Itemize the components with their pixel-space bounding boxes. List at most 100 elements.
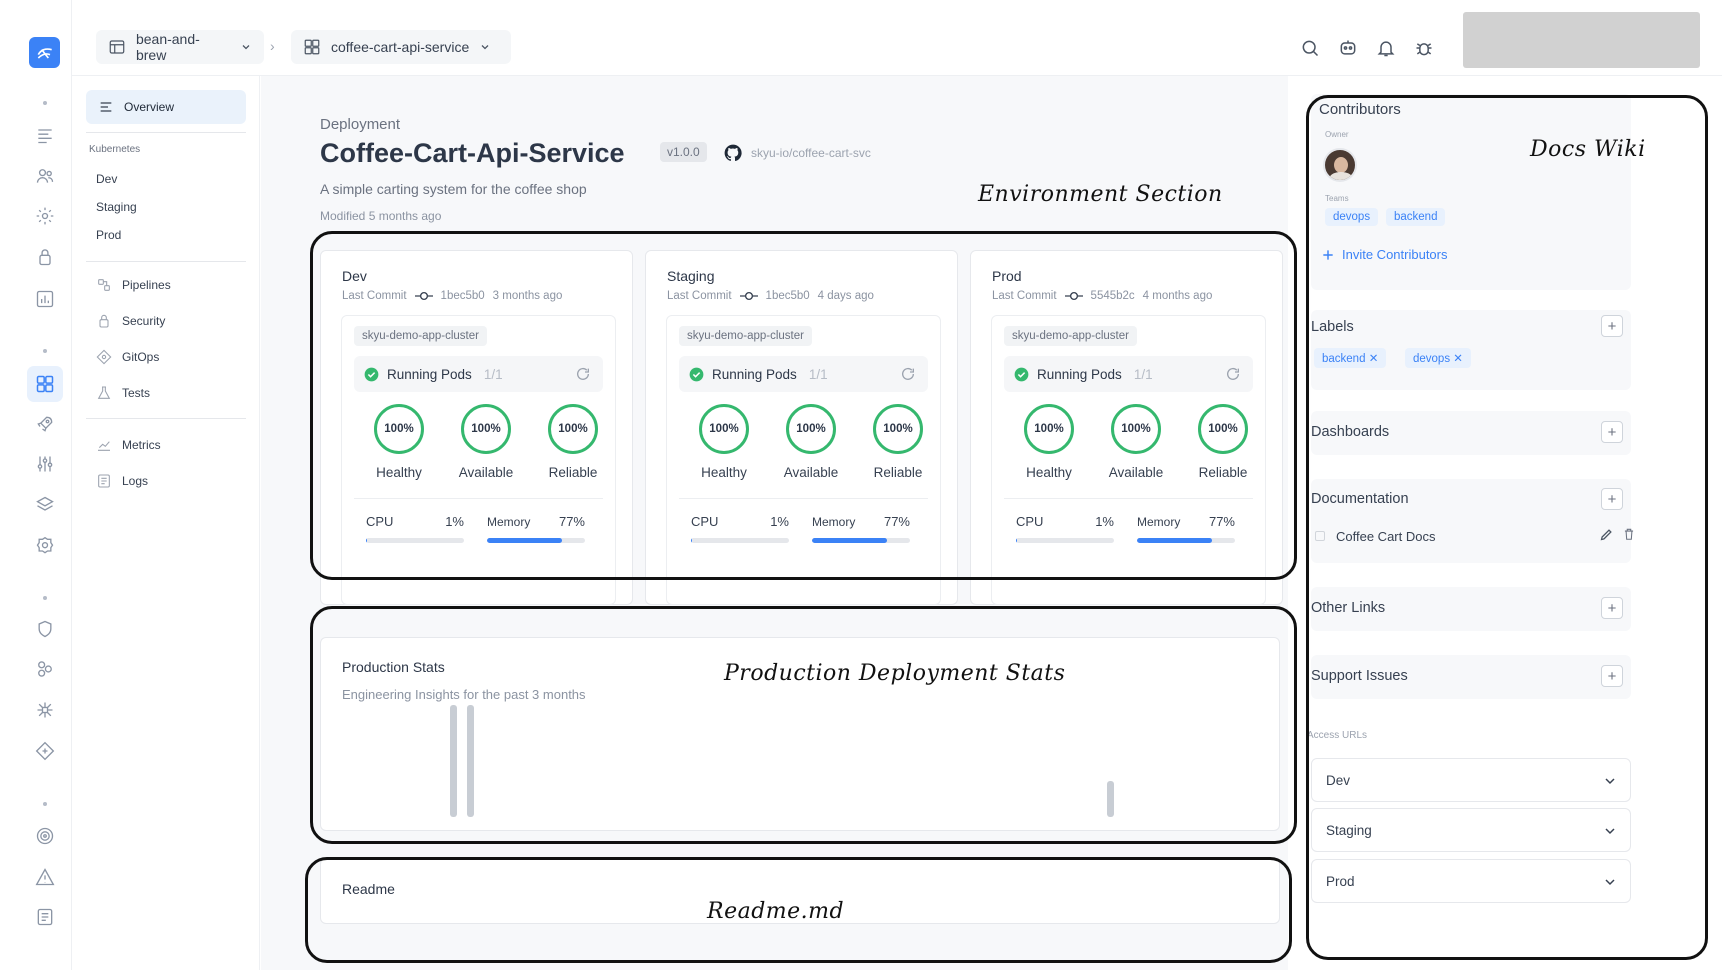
bar-chart-icon[interactable] [34, 288, 56, 310]
add-support-issue-button[interactable]: + [1601, 665, 1623, 687]
access-urls-label: Access URLs [1307, 730, 1368, 741]
warning-icon[interactable] [34, 866, 56, 888]
invite-contributors-button[interactable]: Invite Contributors [1321, 247, 1448, 262]
env-card-dev[interactable]: Dev Last Commit 1bec5b0 3 months ago sky… [320, 250, 633, 605]
sidebar-item-dev[interactable]: Dev [96, 172, 118, 186]
edit-icon[interactable] [1599, 527, 1614, 542]
other-links-section: Other Links + [1311, 587, 1631, 631]
badge-icon[interactable] [34, 535, 56, 557]
stats-title: Production Stats [342, 659, 445, 675]
refresh-icon[interactable] [1225, 366, 1241, 382]
remove-icon[interactable]: ✕ [1368, 353, 1379, 365]
labels-title: Labels [1311, 319, 1354, 335]
add-documentation-button[interactable]: + [1601, 488, 1623, 510]
refresh-icon[interactable] [575, 366, 591, 382]
sidebar-item-security[interactable]: Security [96, 313, 165, 329]
pods-count: 1/1 [483, 366, 503, 382]
rail-separator-dot [43, 349, 47, 353]
memory-label: Memory [812, 515, 856, 529]
label-tag-text: devops [1413, 353, 1451, 365]
bug-icon[interactable] [1414, 38, 1434, 58]
metric-ring: 100% [374, 404, 424, 454]
diamond-icon[interactable] [34, 740, 56, 762]
access-url-dev[interactable]: Dev [1311, 758, 1631, 802]
app-logo-icon[interactable] [29, 37, 60, 68]
menu-lines-icon[interactable] [34, 124, 56, 146]
service-selector[interactable]: coffee-cart-api-service [291, 30, 511, 64]
lock-icon[interactable] [34, 246, 56, 268]
remove-icon[interactable]: ✕ [1453, 353, 1463, 365]
target-icon[interactable] [34, 825, 56, 847]
add-label-button[interactable]: + [1601, 315, 1623, 337]
env-card-staging[interactable]: Staging Last Commit 1bec5b0 4 days ago s… [645, 250, 958, 605]
commit-hash[interactable]: 1bec5b0 [765, 290, 810, 302]
labels-section: Labels + backend ✕ devops ✕ [1311, 310, 1631, 390]
panel-divider [1004, 498, 1253, 499]
docs-annotation-box [1306, 95, 1708, 960]
owner-avatar[interactable] [1323, 148, 1357, 182]
team-tag[interactable]: backend [1386, 208, 1446, 226]
label-tag[interactable]: backend ✕ [1314, 348, 1387, 368]
shield-icon[interactable] [34, 618, 56, 640]
org-name: bean-and-brew [135, 31, 200, 63]
users-icon[interactable] [34, 165, 56, 187]
support-issues-section: Support Issues + [1311, 655, 1631, 699]
document-icon[interactable] [34, 906, 56, 928]
rail-separator-dot [43, 802, 47, 806]
cluster-icon[interactable] [34, 699, 56, 721]
sidebar-item-prod[interactable]: Prod [96, 228, 122, 242]
sidebar-item-staging[interactable]: Staging [96, 200, 137, 214]
services-grid-icon[interactable] [34, 373, 56, 395]
sidebar-item-tests[interactable]: Tests [96, 385, 150, 401]
label-tag[interactable]: devops ✕ [1405, 348, 1471, 368]
sidebar-item-pipelines[interactable]: Pipelines [96, 277, 171, 293]
team-tag[interactable]: devops [1325, 208, 1379, 226]
cpu-label: CPU [691, 514, 719, 529]
search-icon[interactable] [1300, 38, 1320, 58]
breadcrumb-separator: › [270, 38, 275, 54]
sidebar-item-metrics[interactable]: Metrics [96, 437, 161, 453]
hexagons-icon[interactable] [34, 658, 56, 680]
sidebar-item-logs[interactable]: Logs [96, 473, 148, 489]
refresh-icon[interactable] [900, 366, 916, 382]
access-url-staging[interactable]: Staging [1311, 808, 1631, 852]
cluster-tag: skyu-demo-app-cluster [679, 326, 812, 346]
metric-ring: 100% [548, 404, 598, 454]
env-card-prod[interactable]: Prod Last Commit 5545b2c 4 months ago sk… [970, 250, 1283, 605]
pods-label: Running Pods [387, 366, 472, 382]
commit-hash[interactable]: 5545b2c [1090, 290, 1135, 302]
add-link-button[interactable]: + [1601, 597, 1623, 619]
doc-link[interactable]: Coffee Cart Docs [1336, 529, 1436, 544]
org-selector[interactable]: bean-and-brew [96, 30, 264, 64]
bell-icon[interactable] [1376, 38, 1396, 58]
commit-hash[interactable]: 1bec5b0 [440, 290, 485, 302]
cpu-bar [691, 538, 789, 543]
repo-link[interactable]: skyu-io/coffee-cart-svc [723, 143, 871, 163]
cluster-panel: skyu-demo-app-cluster Running Pods 1/1 1… [666, 315, 941, 605]
environment-annotation-label: Environment Section [978, 182, 1223, 207]
sidebar-item-gitops[interactable]: GitOps [96, 349, 159, 365]
kubernetes-section-label: Kubernetes [89, 144, 141, 155]
last-commit-label: Last Commit [992, 290, 1057, 302]
layers-icon[interactable] [34, 494, 56, 516]
cpu-bar-fill [691, 538, 692, 543]
modified-time: Modified 5 months ago [320, 209, 442, 223]
memory-bar-fill [487, 538, 563, 543]
settings-icon[interactable] [34, 205, 56, 227]
last-commit-label: Last Commit [667, 290, 732, 302]
chevron-down-icon [242, 45, 250, 50]
user-menu-placeholder[interactable] [1463, 12, 1700, 68]
sliders-icon[interactable] [34, 453, 56, 475]
running-pods-row: Running Pods 1/1 [354, 356, 603, 392]
rocket-icon[interactable] [34, 413, 56, 435]
memory-bar [1137, 538, 1235, 543]
sidebar-item-overview[interactable]: Overview [86, 90, 246, 124]
trash-icon[interactable] [1622, 527, 1636, 541]
access-url-prod[interactable]: Prod [1311, 859, 1631, 903]
pods-label: Running Pods [1037, 366, 1122, 382]
metric-ring: 100% [786, 404, 836, 454]
add-dashboard-button[interactable]: + [1601, 421, 1623, 443]
metric-ring: 100% [873, 404, 923, 454]
bot-icon[interactable] [1338, 38, 1358, 58]
